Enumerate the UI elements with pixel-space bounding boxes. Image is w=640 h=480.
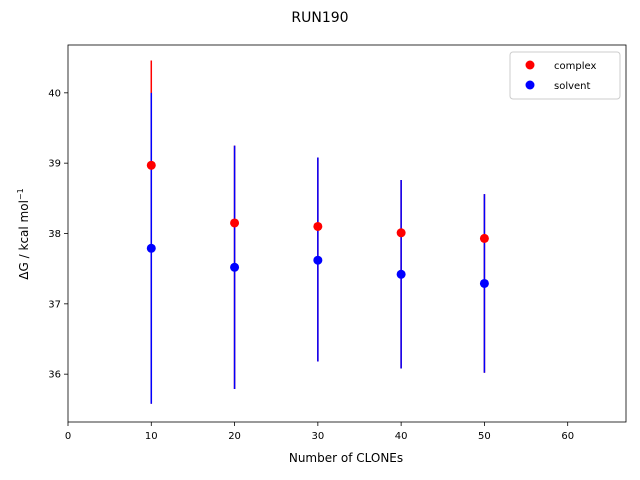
legend: complex solvent — [509, 51, 621, 100]
x-axis: 0 10 20 30 40 50 60 — [65, 422, 574, 442]
data-point-solvent — [146, 243, 156, 253]
data-point-solvent — [479, 278, 489, 288]
plot-area — [67, 44, 627, 423]
legend-marker-complex — [525, 60, 535, 70]
y-tick-label: 36 — [48, 370, 61, 381]
x-axis-label: Number of CLONEs — [289, 451, 403, 465]
data-point-complex — [396, 228, 406, 238]
y-tick-label: 38 — [48, 229, 61, 240]
y-tick-label: 39 — [48, 159, 61, 170]
data-point-solvent — [230, 262, 240, 272]
data-point-complex — [146, 160, 156, 170]
y-axis-label-text: ΔG / kcal mol — [17, 200, 31, 280]
y-axis-label-superscript: −1 — [16, 188, 25, 200]
legend-box — [509, 51, 621, 100]
x-tick-label: 30 — [311, 431, 324, 442]
data-point-complex — [479, 233, 489, 243]
x-tick-label: 60 — [561, 431, 574, 442]
chart-title: RUN190 — [291, 10, 348, 26]
y-axis: 36 37 38 39 40 — [48, 88, 68, 381]
y-axis-label: ΔG / kcal mol−1 — [16, 188, 31, 279]
x-tick-label: 0 — [65, 431, 71, 442]
x-tick-label: 40 — [395, 431, 408, 442]
y-tick-label: 40 — [48, 88, 61, 99]
x-tick-label: 10 — [145, 431, 158, 442]
legend-label-solvent: solvent — [554, 81, 591, 92]
legend-label-complex: complex — [554, 61, 596, 72]
data-point-solvent — [396, 269, 406, 279]
data-point-complex — [313, 221, 323, 231]
x-tick-label: 50 — [478, 431, 491, 442]
data-point-solvent — [313, 255, 323, 265]
x-tick-label: 20 — [228, 431, 241, 442]
data-point-complex — [230, 218, 240, 228]
y-tick-label: 37 — [48, 299, 61, 310]
legend-marker-solvent — [525, 80, 535, 90]
